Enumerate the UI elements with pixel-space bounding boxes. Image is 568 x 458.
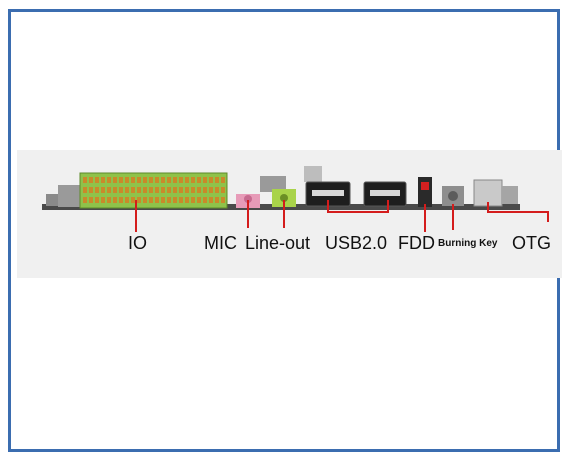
otg-port: [473, 179, 518, 207]
line-out-jack: [260, 176, 296, 207]
mic-label: MIC: [204, 233, 237, 253]
usb-leader-line: [327, 200, 389, 213]
fdd-connector: [418, 177, 432, 207]
otg-label: OTG: [512, 233, 551, 253]
line-out-label: Line-out: [245, 233, 311, 253]
board-photo-band: [17, 150, 562, 278]
usb-port-1: [304, 166, 351, 207]
burning-key-button: [442, 186, 464, 206]
left-connector: [58, 185, 80, 207]
otg-leader-line: [487, 202, 549, 222]
burning-key-label: Burning Key: [438, 238, 498, 249]
fdd-label: FDD: [398, 233, 435, 253]
usb-port-2: [363, 181, 407, 207]
io-label: IO: [128, 233, 148, 253]
io-terminal-block: [79, 172, 228, 209]
usb-label: USB2.0: [325, 233, 388, 253]
